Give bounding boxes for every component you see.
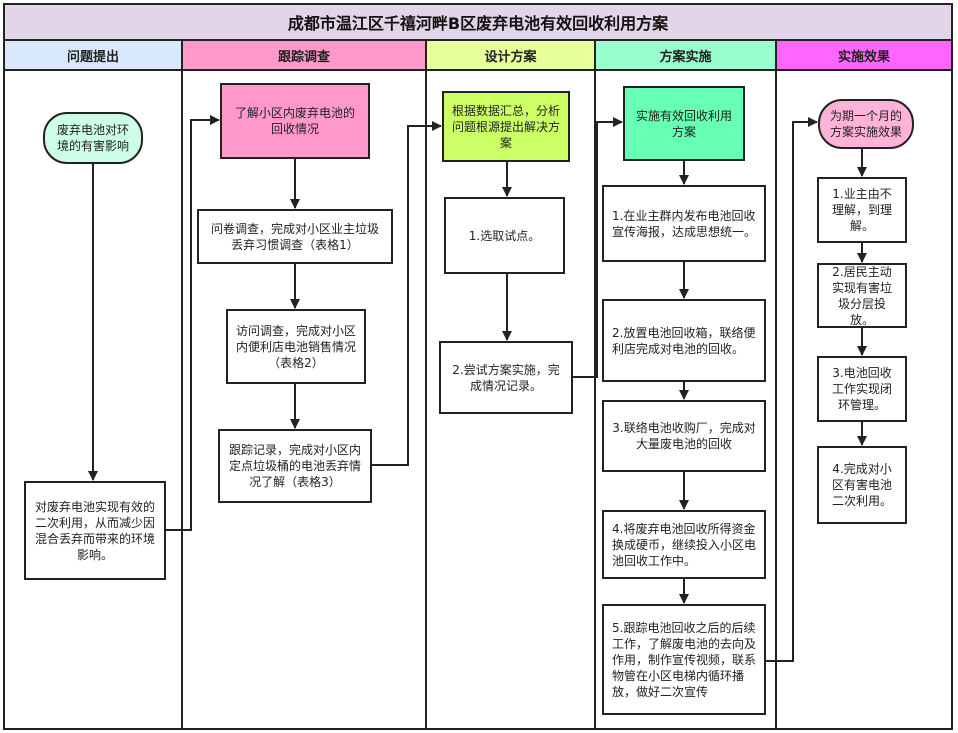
node-impl-step-4: 4.将废弃电池回收所得资金换成硬币，继续投入小区电池回收工作中。 [602, 510, 766, 579]
node-design-select-pilot: 1.选取试点。 [444, 197, 565, 274]
lane-divider-effect [775, 71, 777, 730]
node-impl-head: 实施有效回收利用方案 [623, 86, 745, 161]
node-survey-head: 了解小区内废弃电池的回收情况 [220, 83, 370, 159]
lane-divider-survey [181, 71, 183, 730]
node-problem-end: 对废弃电池实现有效的二次利用，从而减少因混合丢弃而带来的环境影响。 [24, 481, 166, 580]
lane-divider-implementation [594, 71, 596, 730]
node-effect-4: 4.完成对小区有害电池二次利用。 [817, 446, 907, 524]
node-effect-head: 为期一个月的方案实施效果 [818, 99, 914, 149]
node-design-trial: 2.尝试方案实施，完成情况记录。 [439, 341, 573, 414]
lane-header-problem: 问题提出 [3, 41, 183, 71]
node-design-head: 根据数据汇总，分析问题根源提出解决方案 [442, 91, 570, 162]
node-survey-questionnaire: 问卷调查，完成对小区业主垃圾丢弃习惯调查（表格1） [197, 209, 393, 264]
node-survey-tracking: 跟踪记录，完成对小区内定点垃圾桶的电池丢弃情况了解（表格3） [218, 429, 372, 503]
diagram-title: 成都市温江区千禧河畔B区废弃电池有效回收利用方案 [3, 3, 953, 41]
lane-header-survey: 跟踪调查 [181, 41, 427, 71]
node-problem-start: 废弃电池对环境的有害影响 [43, 112, 143, 164]
node-impl-step-5: 5.跟踪电池回收之后的后续工作，了解废电池的去向及作用，制作宣传视频，联系物管在… [602, 604, 766, 715]
node-effect-3: 3.电池回收工作实现闭环管理。 [817, 356, 907, 422]
node-effect-1: 1.业主由不理解，到理解。 [817, 177, 907, 243]
node-survey-interview: 访问调查，完成对小区内便利店电池销售情况（表格2） [226, 309, 366, 384]
node-impl-step-3: 3.联络电池收购厂，完成对大量废电池的回收 [602, 400, 766, 472]
node-impl-step-2: 2.放置电池回收箱，联络便利店完成对电池的回收。 [602, 299, 766, 382]
lane-header-implementation: 方案实施 [594, 41, 777, 71]
lane-header-effect: 实施效果 [775, 41, 953, 71]
node-impl-step-1: 1.在业主群内发布电池回收宣传海报，达成思想统一。 [602, 185, 766, 262]
lane-header-design: 设计方案 [425, 41, 596, 71]
lane-divider-design [425, 71, 427, 730]
node-effect-2: 2.居民主动实现有害垃圾分层投放。 [817, 263, 907, 328]
